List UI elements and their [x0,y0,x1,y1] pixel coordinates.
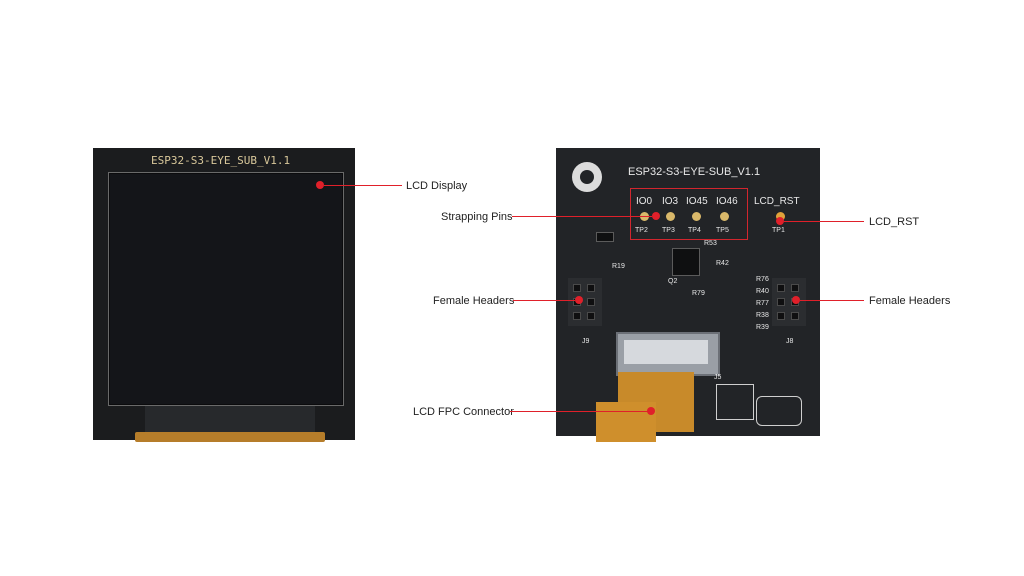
r38-label: R38 [756,312,769,319]
header-pin [777,298,785,306]
component-q2 [672,248,700,276]
header-pin [587,312,595,320]
component-r19 [596,232,614,242]
header-pin [777,284,785,292]
female-headers-right-dot [792,296,800,304]
strapping-pins-box [630,188,748,240]
r42-label: R42 [716,260,729,267]
female-headers-right-line [800,300,864,301]
lcd-display-dot [316,181,324,189]
r53-label: R53 [704,240,717,247]
lcd-screen [108,172,344,406]
tp-label-1: TP3 [662,227,675,234]
header-pin [777,312,785,320]
recycle-icon [716,384,754,420]
tp5-pad [720,212,729,221]
tp-label-0: TP2 [635,227,648,234]
lcd-fpc-connector-line [510,411,648,412]
strapping-pins-line [512,216,652,217]
female-headers-left-dot [575,296,583,304]
right-female-header [772,278,806,326]
lcd-display-line [324,185,402,186]
fpc-tab [596,402,656,442]
tp3-pad [666,212,675,221]
board-marking [756,396,802,426]
fpc-connector [616,332,720,376]
io-label-1: IO3 [662,196,679,207]
back-board: ESP32-S3-EYE-SUB_V1.1 IO0 IO3 IO45 IO46 … [556,148,820,442]
header-pin [573,312,581,320]
espressif-logo-icon [572,162,602,192]
tp1-label: TP1 [772,227,785,234]
strapping-pins-dot [652,212,660,220]
female-headers-left-label: Female Headers [433,295,515,307]
j5-label: J5 [714,374,722,381]
tp4-pad [692,212,701,221]
fpc-slot [624,340,708,364]
lcd-rst-line [784,221,864,222]
header-pin [573,284,581,292]
io-label-2: IO45 [686,196,708,207]
lcd-display-label: LCD Display [406,180,468,192]
lcd-fpc-connector-label: LCD FPC Connector [413,406,514,418]
header-pin [587,284,595,292]
r77-label: R77 [756,300,769,307]
lcd-rst-dot [776,217,784,225]
io-label-0: IO0 [636,196,653,207]
r19-label: R19 [612,263,625,270]
female-headers-left-line [513,300,575,301]
j9-label: J9 [582,338,590,345]
lcd-fpc-connector-dot [647,407,655,415]
q2-label: Q2 [668,278,678,285]
back-silk-title: ESP32-S3-EYE-SUB_V1.1 [628,166,761,178]
female-headers-right-label: Female Headers [869,295,951,307]
r79-label: R79 [692,290,705,297]
lcd-rst-silk: LCD_RST [754,196,800,207]
left-female-header [568,278,602,326]
header-pin [791,312,799,320]
strapping-pins-label: Strapping Pins [441,211,513,223]
j8-label: J8 [786,338,794,345]
tp-label-2: TP4 [688,227,701,234]
tp-label-3: TP5 [716,227,729,234]
header-pin [587,298,595,306]
front-silk-title: ESP32-S3-EYE_SUB_V1.1 [151,154,291,167]
r76-label: R76 [756,276,769,283]
r39-label: R39 [756,324,769,331]
io-label-3: IO46 [716,196,738,207]
header-pin [791,284,799,292]
lcd-rst-label: LCD_RST [869,216,920,228]
tp1-pad [776,212,785,221]
front-flex-strip [135,432,325,442]
r40-label: R40 [756,288,769,295]
front-board: ESP32-S3-EYE_SUB_V1.1 [93,148,355,442]
